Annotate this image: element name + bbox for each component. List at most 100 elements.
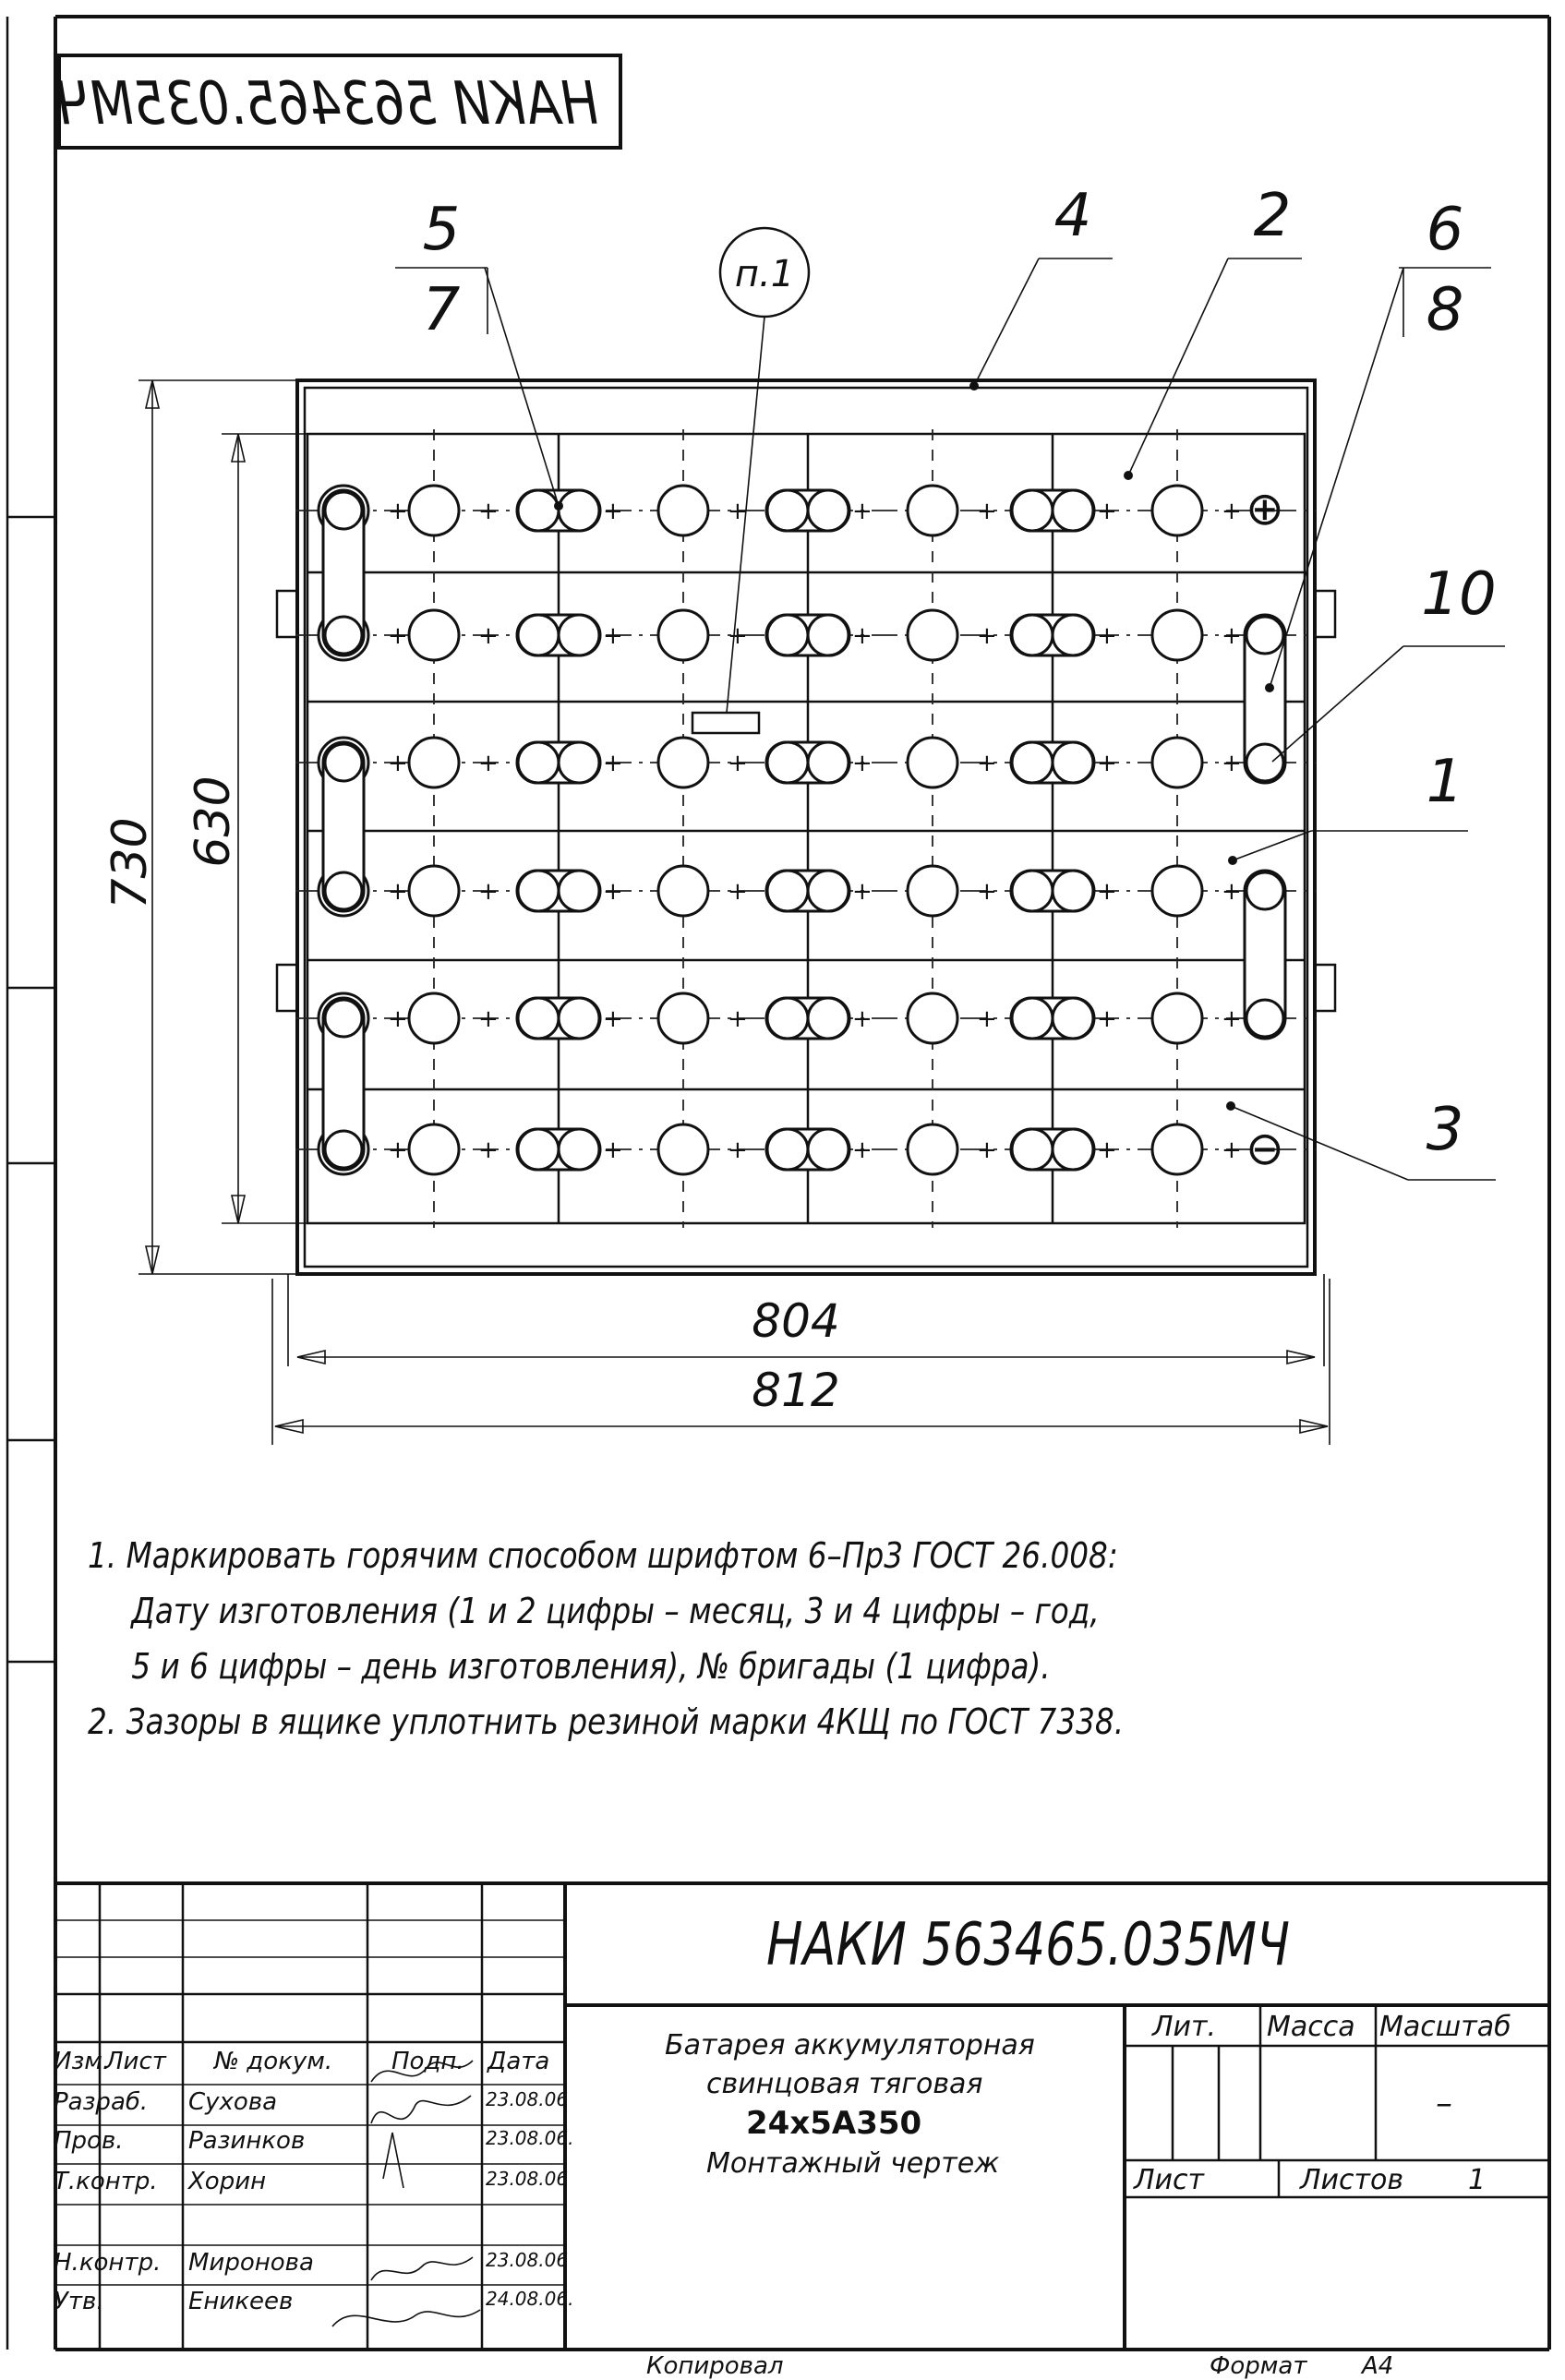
terminal-post bbox=[1010, 488, 1054, 533]
row-link bbox=[321, 740, 366, 913]
signature-5 bbox=[331, 2309, 481, 2327]
terminal-post bbox=[557, 869, 601, 913]
plus-mark: + bbox=[478, 1005, 499, 1033]
plus-mark: + bbox=[478, 750, 499, 777]
technical-notes: 1. Маркировать горячим способом шрифтом … bbox=[88, 1528, 1199, 1749]
terminal-post bbox=[323, 615, 364, 655]
terminal-post bbox=[806, 869, 850, 913]
plus-mark: + bbox=[1222, 622, 1242, 650]
terminal-post bbox=[557, 613, 601, 657]
terminal-post bbox=[1245, 742, 1285, 783]
plus-mark: + bbox=[1097, 622, 1117, 650]
callout-2: 2 bbox=[1254, 182, 1292, 250]
plus-mark: + bbox=[388, 1005, 408, 1033]
model: 24х5А350 bbox=[746, 2105, 922, 2142]
plus-mark: + bbox=[1097, 750, 1117, 777]
role-role: Пров. bbox=[54, 2127, 124, 2155]
format-label: Формат bbox=[1210, 2352, 1307, 2380]
plus-mark: + bbox=[728, 750, 748, 777]
terminal-post bbox=[516, 1127, 560, 1172]
callout-5: 5 bbox=[423, 196, 461, 264]
plus-mark: + bbox=[1222, 1005, 1242, 1033]
terminal-post bbox=[516, 488, 560, 533]
terminal-post bbox=[806, 740, 850, 785]
terminal-post bbox=[765, 869, 810, 913]
role-date: 23.08.06 bbox=[486, 2168, 569, 2190]
terminal-post bbox=[1051, 996, 1095, 1040]
terminal-post bbox=[1245, 998, 1285, 1039]
plus-mark: + bbox=[1097, 878, 1117, 906]
plus-mark: + bbox=[478, 498, 499, 525]
terminal-post bbox=[906, 864, 959, 918]
role-role: Т.контр. bbox=[54, 2168, 158, 2195]
terminal-post bbox=[1051, 488, 1095, 533]
terminal-post bbox=[1150, 864, 1204, 918]
callout-7: 7 bbox=[423, 276, 461, 344]
header-izm: Изм. bbox=[54, 2048, 111, 2075]
role-date: 23.08.06 bbox=[486, 2249, 569, 2271]
terminal-post bbox=[1150, 484, 1204, 537]
plus-mark: + bbox=[728, 498, 748, 525]
dimension-lines: 730 630 804 812 bbox=[102, 379, 1330, 1445]
plus-mark: + bbox=[728, 878, 748, 906]
plus-mark: + bbox=[388, 498, 408, 525]
plus-mark: + bbox=[1097, 498, 1117, 525]
terminal-post bbox=[765, 613, 810, 657]
role-name: Еникеев bbox=[188, 2288, 294, 2315]
sheet-label: Лист bbox=[1134, 2164, 1205, 2196]
terminal-post bbox=[557, 740, 601, 785]
terminal-post bbox=[1051, 740, 1095, 785]
plus-mark: + bbox=[977, 750, 997, 777]
terminal-post bbox=[407, 1123, 461, 1176]
role-name: Миронова bbox=[188, 2249, 314, 2277]
role-name: Разинков bbox=[188, 2127, 306, 2155]
terminal-post bbox=[656, 736, 710, 789]
terminal-post bbox=[516, 613, 560, 657]
terminal-post bbox=[407, 736, 461, 789]
terminal-post bbox=[323, 998, 364, 1039]
sheets-value: 1 bbox=[1468, 2164, 1487, 2196]
plus-mark: + bbox=[852, 498, 873, 525]
terminal-post bbox=[765, 1127, 810, 1172]
terminal-post bbox=[407, 864, 461, 918]
plus-mark: + bbox=[478, 622, 499, 650]
signature-4 bbox=[370, 2256, 474, 2281]
role-date: 23.08.06. bbox=[486, 2127, 574, 2149]
terminal-post bbox=[407, 608, 461, 662]
terminal-post bbox=[806, 1127, 850, 1172]
callout-p1: п.1 bbox=[735, 253, 794, 295]
row-link bbox=[321, 996, 366, 1172]
terminal-post bbox=[407, 484, 461, 537]
terminal-post bbox=[765, 740, 810, 785]
note-line-1: 1. Маркировать горячим способом шрифтом … bbox=[88, 1535, 1118, 1576]
designation: НАКИ 563465.035МЧ bbox=[766, 1911, 1291, 1979]
plus-mark: + bbox=[388, 622, 408, 650]
terminal-post bbox=[806, 613, 850, 657]
plus-mark: + bbox=[603, 750, 623, 777]
plus-mark: + bbox=[388, 750, 408, 777]
terminal-post bbox=[407, 992, 461, 1045]
header-sign: Подп. bbox=[391, 2048, 464, 2075]
terminal-post bbox=[1245, 871, 1285, 911]
row-link bbox=[1243, 869, 1287, 1040]
plus-mark: + bbox=[1097, 1136, 1117, 1164]
terminal-post bbox=[656, 484, 710, 537]
scale-value: – bbox=[1436, 2085, 1452, 2122]
plus-mark: + bbox=[728, 622, 748, 650]
terminal-post bbox=[906, 484, 959, 537]
terminal-post bbox=[557, 1127, 601, 1172]
signature-1 bbox=[370, 2060, 474, 2083]
role-date: 23.08.06 bbox=[486, 2088, 569, 2110]
note-line-2: Дату изготовления (1 и 2 цифры – месяц, … bbox=[131, 1591, 1100, 1631]
role-role: Н.контр. bbox=[54, 2249, 162, 2277]
callout-4: 4 bbox=[1054, 182, 1092, 250]
lit-label: Лит. bbox=[1152, 2011, 1217, 2043]
mass-label: Масса bbox=[1267, 2011, 1355, 2043]
terminal-post bbox=[1010, 1127, 1054, 1172]
terminal-post bbox=[765, 488, 810, 533]
plus-mark: + bbox=[852, 622, 873, 650]
plus-mark: + bbox=[977, 1005, 997, 1033]
scale-label: Масштаб bbox=[1379, 2011, 1511, 2043]
terminal-post bbox=[1150, 992, 1204, 1045]
